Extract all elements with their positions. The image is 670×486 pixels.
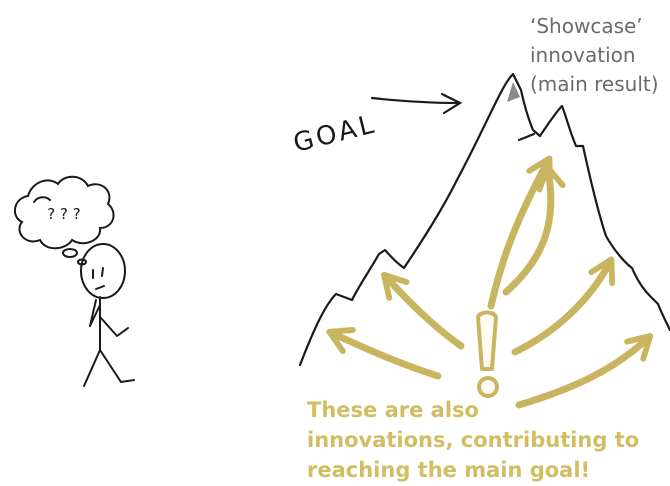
gold-arrow (511, 256, 616, 356)
innovations-note: These are also innovations, contributing… (307, 395, 667, 485)
mask-gap (357, 378, 451, 390)
mountain (298, 72, 670, 367)
innovations-line-3: reaching the main goal! (307, 458, 591, 482)
gold-arrow (502, 164, 566, 296)
showcase-line-1: ‘Showcase’ (530, 14, 643, 38)
gold-arrow (381, 271, 465, 350)
thought-bubble-text: ? ? ? (47, 205, 80, 223)
stick-figure (80, 243, 135, 387)
mountain-peak-shade (507, 82, 520, 102)
gold-arrow (487, 155, 553, 310)
showcase-line-3: (main result) (530, 72, 659, 96)
innovations-line-1: These are also (307, 398, 479, 422)
gold-arrow (515, 333, 654, 409)
exclamation-icon (476, 310, 499, 398)
goal-label: GOAL (290, 109, 379, 159)
showcase-line-2: innovation (530, 43, 636, 67)
showcase-innovation-label: ‘Showcase’ innovation (main result) (530, 12, 670, 99)
goal-arrow (370, 92, 463, 115)
thought-bubble: ? ? ? (13, 175, 115, 266)
gold-arrow (326, 326, 442, 380)
innovation-arrows (326, 155, 654, 409)
innovations-line-2: innovations, contributing to (307, 428, 640, 452)
goal-pointer: GOAL (290, 92, 463, 159)
